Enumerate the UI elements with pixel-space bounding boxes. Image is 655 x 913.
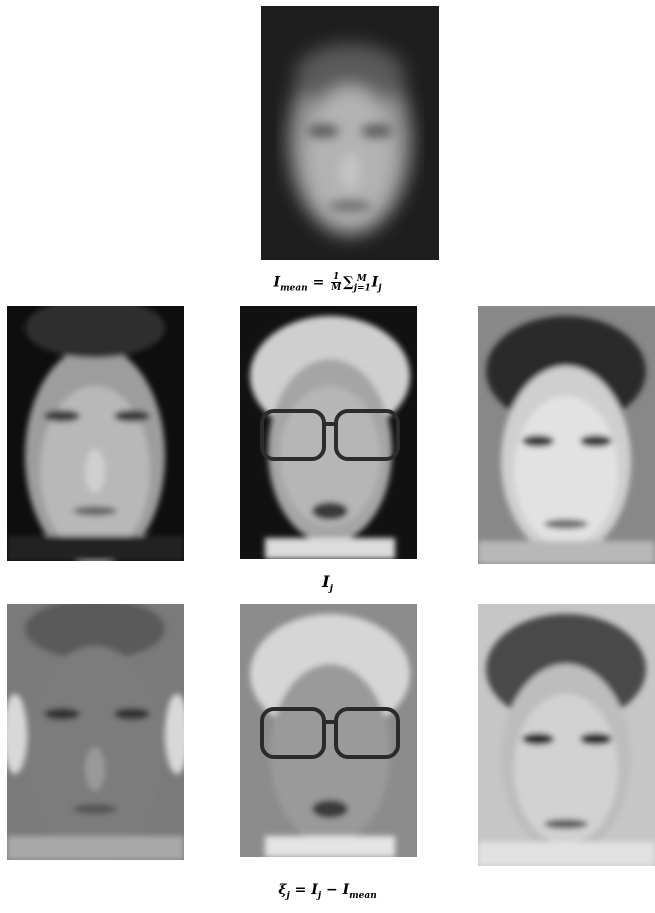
faces-caption: Ij xyxy=(322,572,333,595)
mean-face-image xyxy=(261,6,439,260)
difference-image-1 xyxy=(7,604,184,860)
difference-image-3 xyxy=(478,604,655,866)
face-image-3 xyxy=(478,306,655,564)
difference-formula: ξj = Ij − Imean xyxy=(278,882,377,901)
face-image-1 xyxy=(7,306,184,561)
difference-image-2 xyxy=(240,604,417,857)
face-image-2 xyxy=(240,306,417,559)
